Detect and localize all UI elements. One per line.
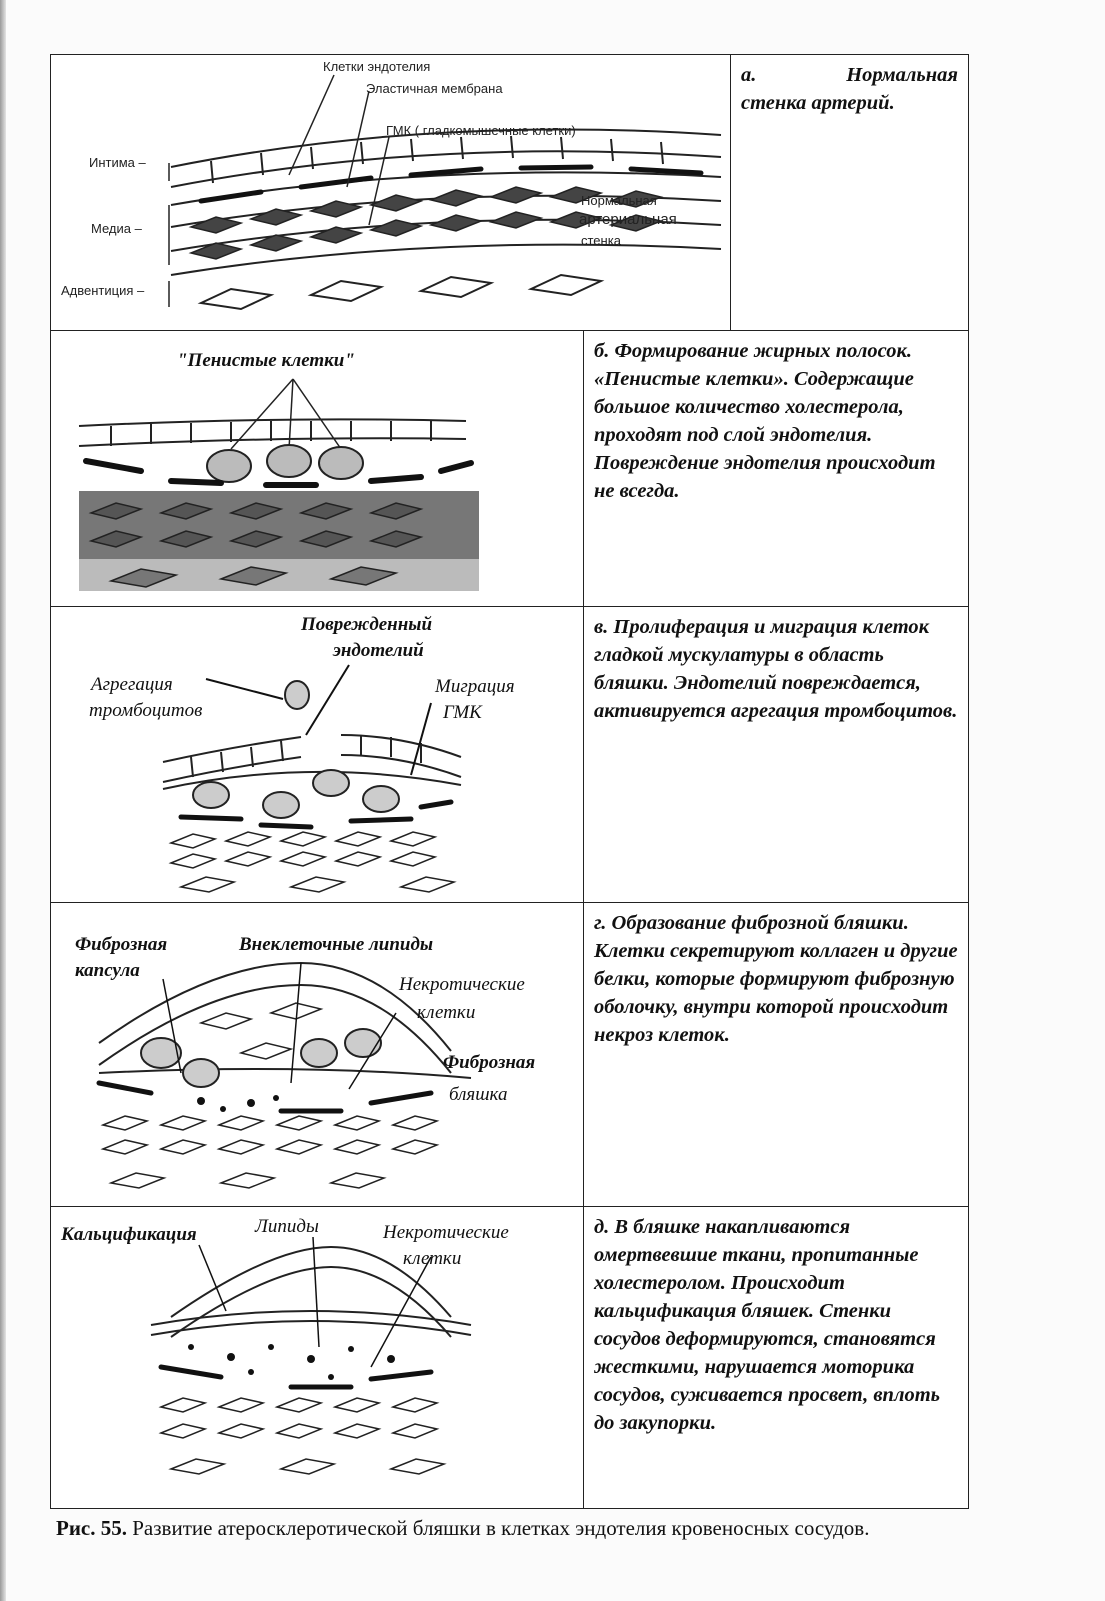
panel-v: Поврежденный эндотелий Агрегация тромбоц… [50, 606, 969, 904]
label-fibrous-capsule-2: капсула [75, 960, 140, 981]
label-normal-wall-2: артериальная [579, 211, 677, 228]
panel-v-text: в. Пролиферация и миграция клеток гладко… [594, 616, 958, 722]
normal-artery-wall-drawing [168, 74, 722, 311]
panel-a-text: а. Нормальная стенка артерий. [731, 55, 968, 331]
panel-a-text-tail: стенка артерий. [741, 92, 895, 114]
panel-g-text: г. Образование фиброзной бляшки. Клетки … [594, 912, 958, 1046]
label-intima: Интима – [89, 155, 146, 170]
label-adventitia: Адвентиция – [61, 283, 145, 298]
panel-g-figure: Фиброзная капсула Внеклеточные липиды Не… [51, 903, 584, 1207]
panel-a-text-head-rest: Нормальная [846, 64, 958, 86]
page-edge-shadow [0, 0, 6, 1601]
panel-d-figure: Кальцификация Липиды Некротические клетк… [51, 1207, 584, 1508]
panel-d-text: д. В бляшке накапливаются омертвевшие тк… [594, 1216, 941, 1434]
figure-caption: Рис. 55. Развитие атеросклеротической бл… [56, 1514, 1046, 1543]
label-normal-wall-3: стенка [581, 233, 621, 248]
panel-a-figure: Клетки эндотелия Эластичная мембрана ГМК… [51, 55, 731, 331]
caption-prefix: Рис. 55. [56, 1516, 127, 1540]
smc-migration-drawing [162, 664, 462, 893]
label-media: Медиа – [91, 221, 142, 236]
label-fibrous-plaque-2: бляшка [449, 1084, 508, 1105]
label-migration-2: ГМК [443, 702, 482, 723]
label-lipids: Липиды [255, 1216, 319, 1237]
label-aggregation-1: Агрегация [91, 674, 173, 695]
calcified-plaque-drawing [150, 1236, 472, 1475]
label-necrotic-cells-1: Некротические [399, 974, 525, 995]
label-necrotic-cells-2: клетки [417, 1002, 476, 1023]
label-extracellular-lipids: Внеклеточные липиды [239, 934, 434, 955]
label-aggregation-2: тромбоцитов [89, 700, 203, 721]
panel-b: "Пенистые клетки" б. Формирование жирных… [50, 330, 969, 608]
panel-v-figure: Поврежденный эндотелий Агрегация тромбоц… [51, 607, 584, 903]
panel-d: Кальцификация Липиды Некротические клетк… [50, 1206, 969, 1509]
panel-a-text-head: а. [741, 64, 757, 86]
label-normal-wall-1: Нормальная [581, 193, 657, 208]
caption-text: Развитие атеросклеротической бляшки в кл… [127, 1516, 870, 1540]
label-calcification: Кальцификация [61, 1224, 197, 1245]
label-necrotic-cells-1: Некротические [383, 1222, 509, 1243]
label-migration-1: Миграция [435, 676, 515, 697]
label-fibrous-plaque-1: Фиброзная [443, 1052, 536, 1073]
label-foam-cells: "Пенистые клетки" [177, 350, 355, 371]
label-damaged-endothelium-2: эндотелий [333, 640, 424, 661]
panel-b-text: б. Формирование жирных полосок. «Пенисты… [594, 340, 936, 502]
label-necrotic-cells-2: клетки [403, 1248, 462, 1269]
panel-b-figure: "Пенистые клетки" [51, 331, 584, 607]
panel-g: Фиброзная капсула Внеклеточные липиды Не… [50, 902, 969, 1208]
panel-a: Клетки эндотелия Эластичная мембрана ГМК… [50, 54, 969, 332]
label-smc: ГМК ( гладкомышечные клетки) [386, 123, 576, 138]
label-fibrous-capsule-1: Фиброзная [75, 934, 168, 955]
fibrous-plaque-drawing [96, 961, 472, 1189]
label-elastic-membrane: Эластичная мембрана [366, 81, 503, 96]
label-damaged-endothelium-1: Поврежденный [301, 614, 433, 635]
fatty-streak-drawing [78, 378, 479, 591]
label-endothelium: Клетки эндотелия [323, 59, 431, 74]
